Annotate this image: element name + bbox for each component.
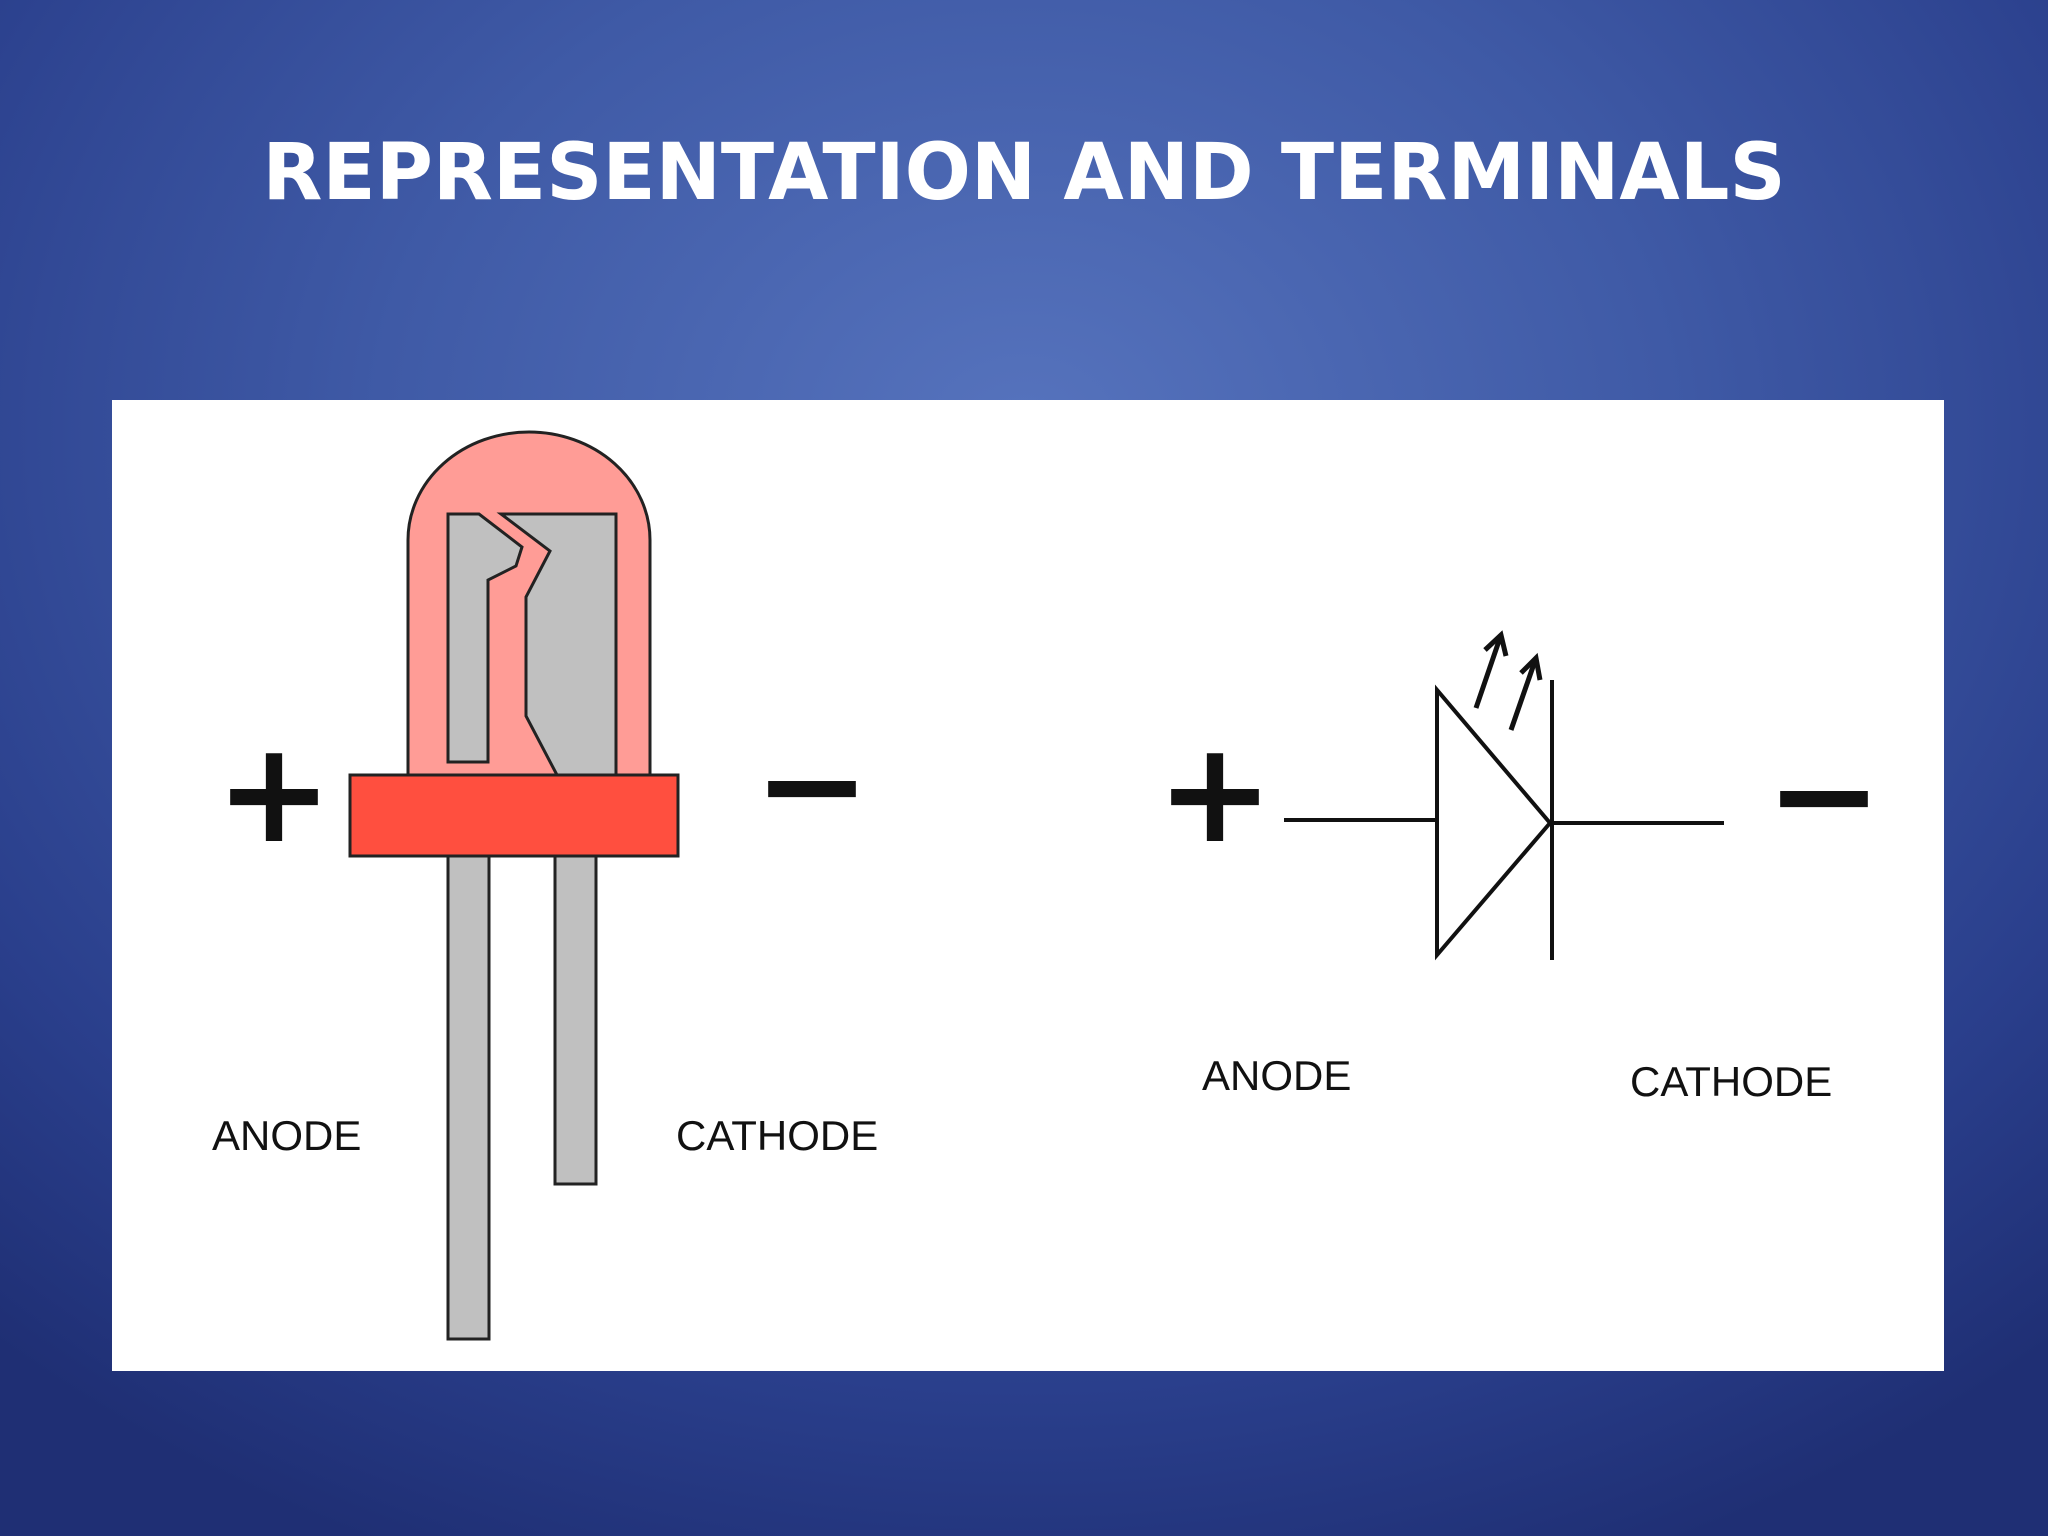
light-emission-arrows-icon	[1473, 630, 1543, 731]
led-cathode-anvil	[496, 512, 618, 777]
led-anode-lead	[446, 854, 491, 1341]
led-anode-label: ANODE	[212, 1112, 361, 1159]
led-minus-sign: −	[753, 704, 870, 867]
led-drawing: + − ANODE CATHODE	[212, 430, 878, 1341]
led-cathode-label: CATHODE	[676, 1112, 878, 1159]
led-flange	[348, 773, 680, 858]
diagram-canvas: + − ANODE CATHODE + − ANODE CATHODE	[212, 430, 1883, 1341]
diagram-panel: + − ANODE CATHODE + − ANODE CATHODE	[112, 400, 1944, 1371]
led-cathode-lead	[553, 854, 598, 1186]
symbol-cathode-label: CATHODE	[1630, 1058, 1832, 1105]
led-anode-post	[446, 512, 524, 764]
led-plus-sign: +	[215, 712, 332, 875]
symbol-plus-sign: +	[1156, 712, 1273, 875]
symbol-minus-sign: −	[1765, 714, 1882, 877]
led-symbol: + − ANODE CATHODE	[1156, 630, 1883, 1105]
symbol-anode-label: ANODE	[1202, 1052, 1351, 1099]
diode-triangle	[1435, 684, 1553, 961]
slide-title: REPRESENTATION AND TERMINALS	[262, 128, 1786, 218]
